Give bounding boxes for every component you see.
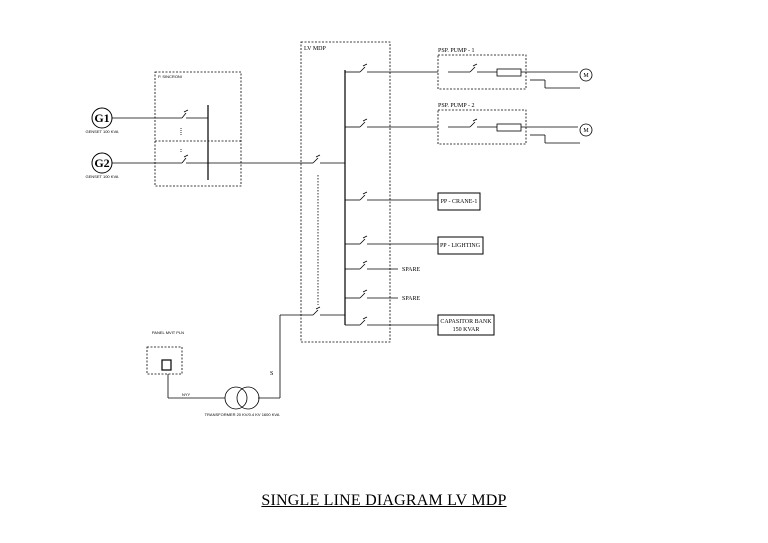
transformer-feed: S TRANSFORMER 20 KV/0.4 KV 1600 KVA NYY [167,315,281,417]
feeder-spare-1: SPARE [345,260,420,273]
lighting-load: PP - LIGHTING [437,236,484,255]
pln-meter-panel: PANEL MVIT PLN [146,330,184,375]
feeder-pump-1 [345,63,438,73]
feeder-crane [345,191,438,201]
feeder-lighting [345,235,438,245]
motor-2-symbol: M [583,128,589,134]
crane-load: PP - CRANE-1 [437,192,481,211]
lighting-label: PP - LIGHTING [440,243,481,249]
psp-pump-1-label: PSP. PUMP - 1 [438,48,474,54]
generator-g2: G2 GENSET 100 KVA [86,152,182,179]
psp-pump-1-panel: PSP. PUMP - 1 M [437,48,593,90]
page-title: SINGLE LINE DIAGRAM LV MDP [261,492,507,509]
transformer-caption: TRANSFORMER 20 KV/0.4 KV 1600 KVA [205,412,280,417]
motor-1-symbol: M [583,73,589,79]
feeder-pump-2 [345,118,438,128]
psp-pump-2-label: PSP. PUMP - 2 [438,103,474,109]
generator-g2-caption: GENSET 100 KVA [86,174,119,179]
feeder-capacitor [345,316,438,326]
sync-panel-label: P. SINCRONI [158,74,182,79]
capacitor-bank: CAPASITOR BANK 150 KVAR [437,314,495,336]
capacitor-label-1: CAPASITOR BANK [440,319,492,325]
cable-nyy-label: NYY [182,392,191,397]
generator-g1: G1 GENSET 100 KVA [86,107,182,134]
crane-label: PP - CRANE-1 [441,199,478,205]
generator-g1-caption: GENSET 100 KVA [86,129,119,134]
capacitor-label-2: 150 KVAR [453,327,480,333]
lv-mdp-label: LV MDP [304,46,327,52]
psp-pump-2-panel: PSP. PUMP - 2 M [437,103,593,145]
generator-g1-label: G1 [94,111,109,125]
feeder-spare-2: SPARE [345,289,420,302]
meter-caption: PANEL MVIT PLN [152,330,184,335]
lv-mdp-panel: LV MDP [280,41,391,343]
generator-g2-label: G2 [94,156,109,170]
spare-1-label: SPARE [402,267,420,273]
cable-s-label: S [270,371,273,377]
spare-2-label: SPARE [402,296,420,302]
sync-panel: P. SINCRONI [154,71,300,187]
